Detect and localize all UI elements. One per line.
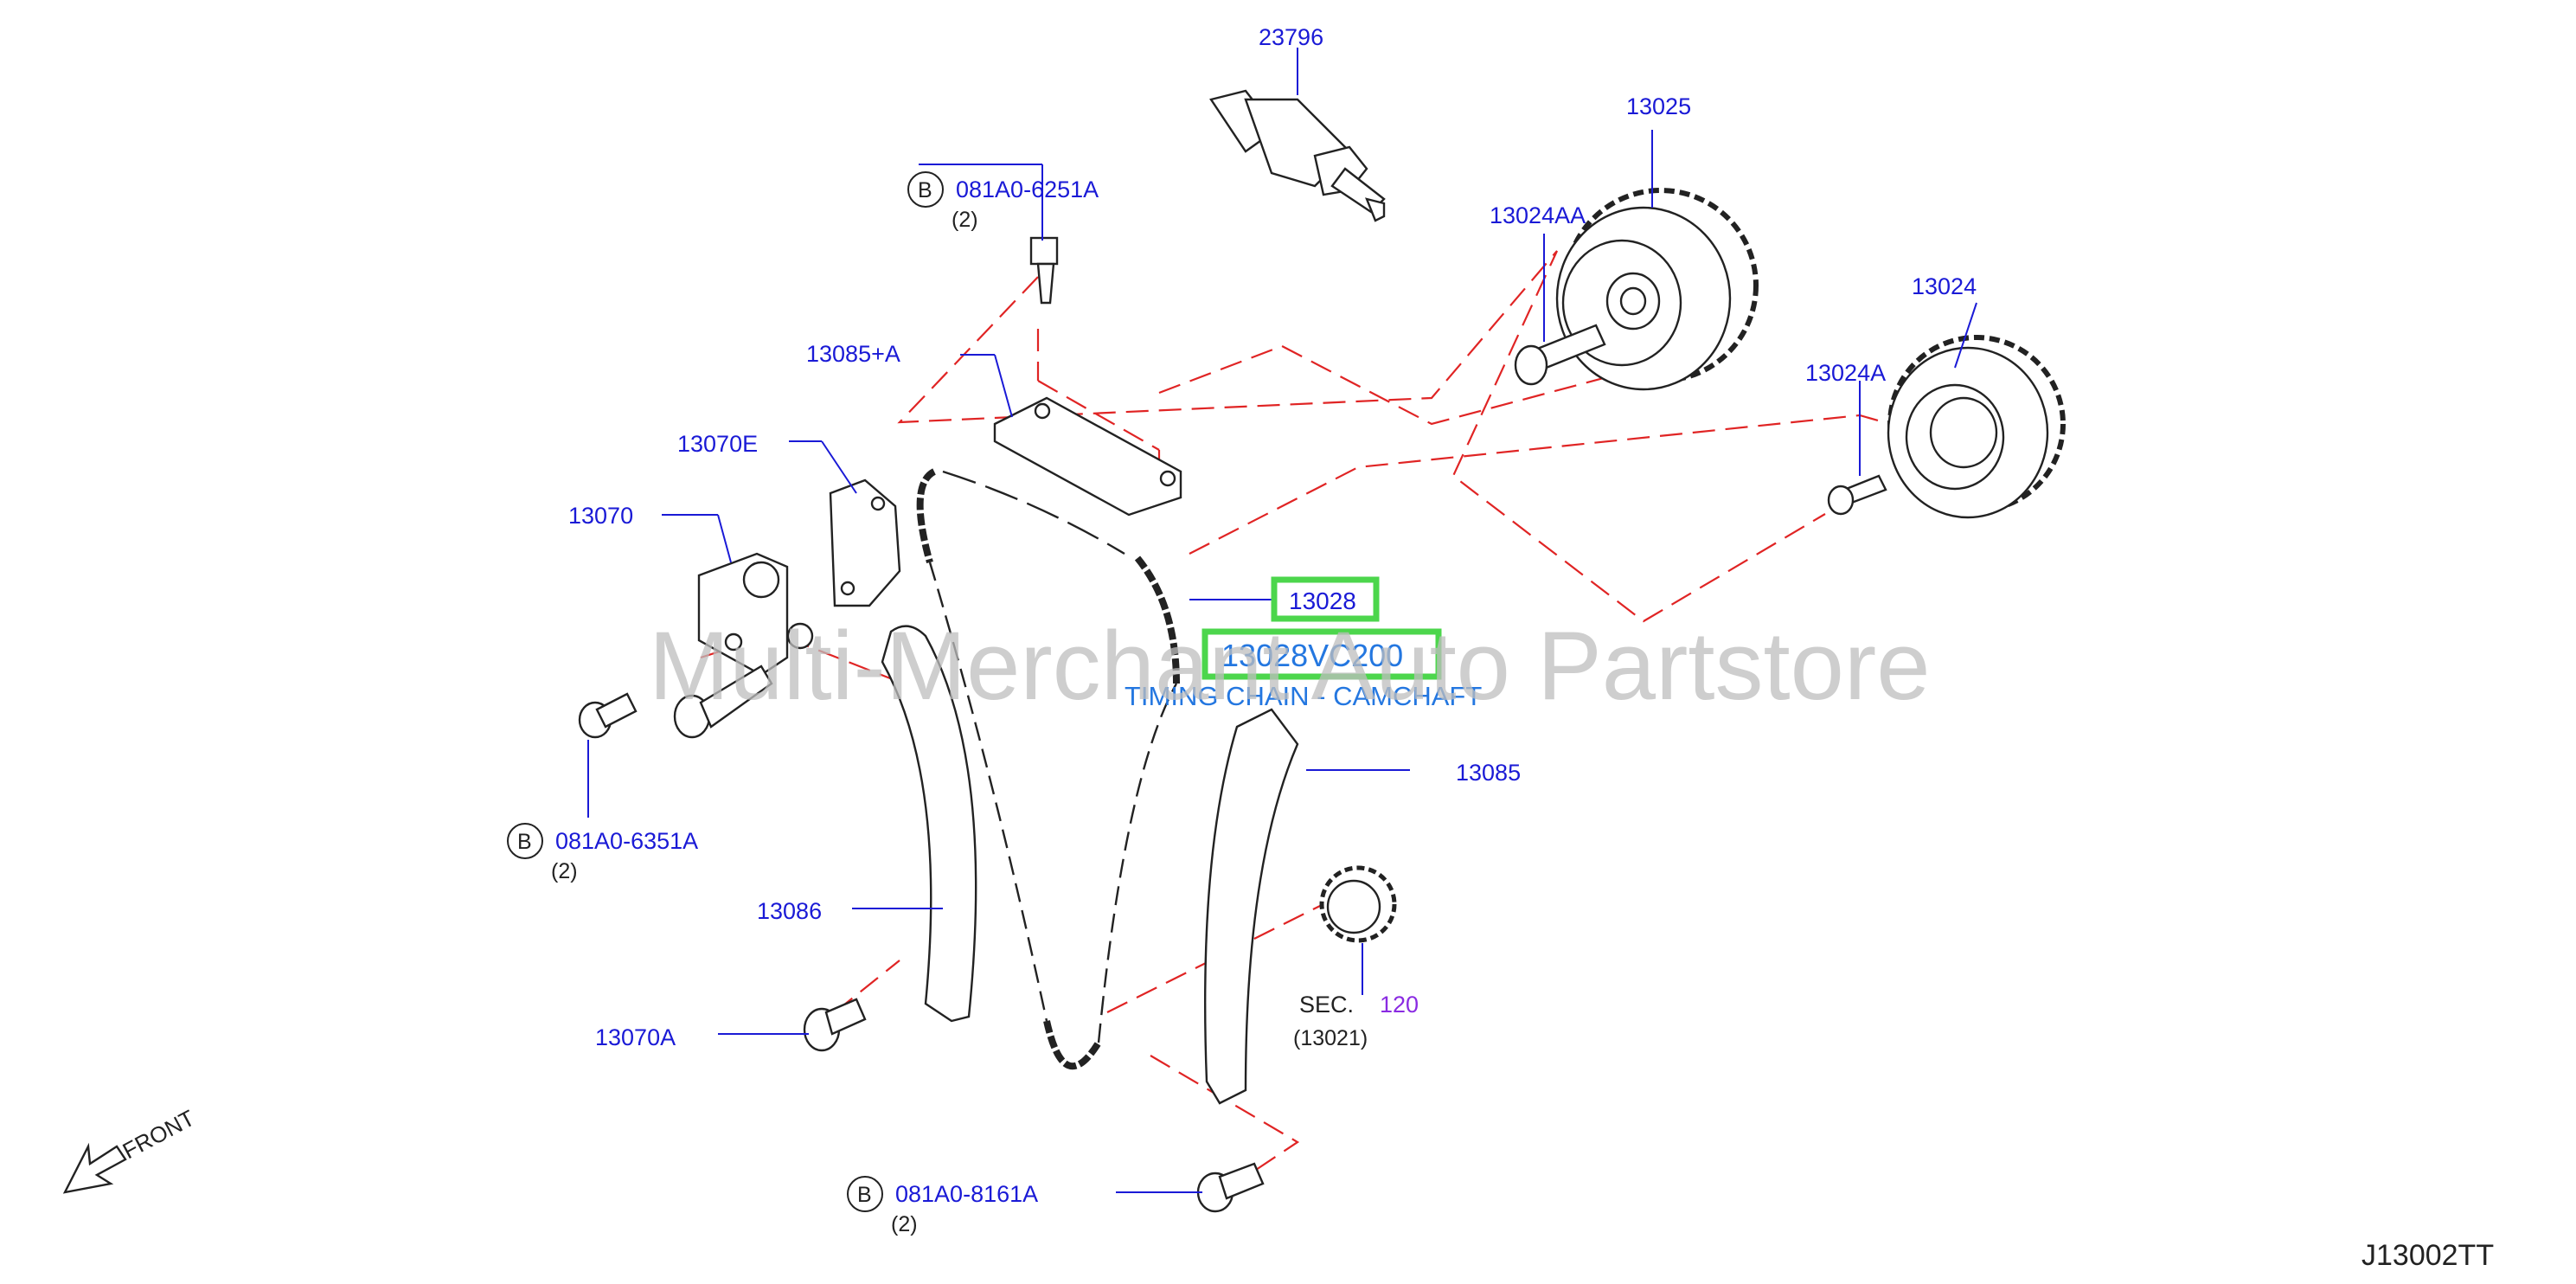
front-arrow-icon [62,1142,127,1194]
label-13070A[interactable]: 13070A [595,1024,676,1050]
highlight-part-number[interactable]: 13028VC200 [1221,638,1403,673]
label-13024A[interactable]: 13024A [1805,360,1886,386]
bolt-13024A[interactable] [1827,474,1887,516]
bolt-13024AA[interactable] [1514,324,1606,386]
bolt-13070A[interactable] [803,998,867,1052]
highlight-13028VC200[interactable]: 13028VC200 [1201,628,1442,680]
gasket-13070E[interactable] [829,478,901,607]
diagram-code: J13002TT [2361,1239,2494,1272]
label-13024[interactable]: 13024 [1912,273,1977,299]
highlight-13028[interactable]: 13028 [1271,576,1380,622]
timing-chain-13028[interactable] [916,468,1180,1070]
label-13025[interactable]: 13025 [1626,93,1691,119]
label-13070E[interactable]: 13070E [677,431,758,457]
bolt-081A0-6351A[interactable] [578,692,638,739]
label-13024AA[interactable]: 13024AA [1490,202,1586,228]
chain-tensioner-13070[interactable] [673,552,814,739]
bolt-symbol-icon [847,1176,883,1212]
chain-guide-13085-plus-a[interactable] [993,396,1182,517]
bolt-callout-1[interactable]: B 081A0-6251A (2) [907,171,1099,232]
bolt-qty: (2) [952,208,978,232]
label-13085[interactable]: 13085 [1456,760,1521,786]
watermark: Multi-Merchant Auto Partstore [649,612,1930,720]
cam-sprocket-13025[interactable] [1555,188,1759,391]
bolt-symbol-b: B [517,830,532,854]
bolt-qty: (2) [891,1212,918,1236]
label-23796[interactable]: 23796 [1259,24,1323,50]
highlight-description: TIMING CHAIN - CAMCHAFT [1125,681,1482,711]
cam-sprocket-13024[interactable] [1887,335,2066,519]
tensioner-guide-13086[interactable] [881,625,977,1023]
highlight-part[interactable]: 13028 [1289,587,1356,614]
bolt-part-081A0-8161A[interactable]: 081A0-8161A [895,1181,1038,1207]
label-13086[interactable]: 13086 [757,898,822,924]
bolt-081A0-6251A[interactable] [1029,236,1059,305]
bolt-qty: (2) [551,859,578,883]
bolt-part-081A0-6351A[interactable]: 081A0-6351A [555,828,698,854]
label-13070[interactable]: 13070 [568,503,633,529]
sec-number[interactable]: 120 [1380,992,1419,1018]
slack-guide-13085[interactable] [1203,708,1299,1105]
bolt-callout-2[interactable]: B 081A0-6351A (2) [507,823,698,883]
bolt-081A0-8161A[interactable] [1196,1162,1265,1213]
bolt-symbol-icon [907,171,944,208]
bolt-symbol-b: B [918,178,932,202]
bolt-symbol-b: B [857,1183,872,1207]
bolt-part-081A0-6251A[interactable]: 081A0-6251A [956,177,1099,202]
sec-label: SEC. [1299,992,1354,1018]
label-13085-plus-a[interactable]: 13085+A [806,341,900,367]
crank-sprocket[interactable] [1319,865,1397,943]
front-label: FRONT [119,1105,199,1165]
bolt-symbol-icon [507,823,543,859]
bolt-callout-3[interactable]: B 081A0-8161A (2) [847,1176,1038,1236]
sec-sub: (13021) [1293,1026,1368,1050]
leader-lines [587,48,1977,1193]
solenoid-valve-23796[interactable] [1209,89,1386,222]
